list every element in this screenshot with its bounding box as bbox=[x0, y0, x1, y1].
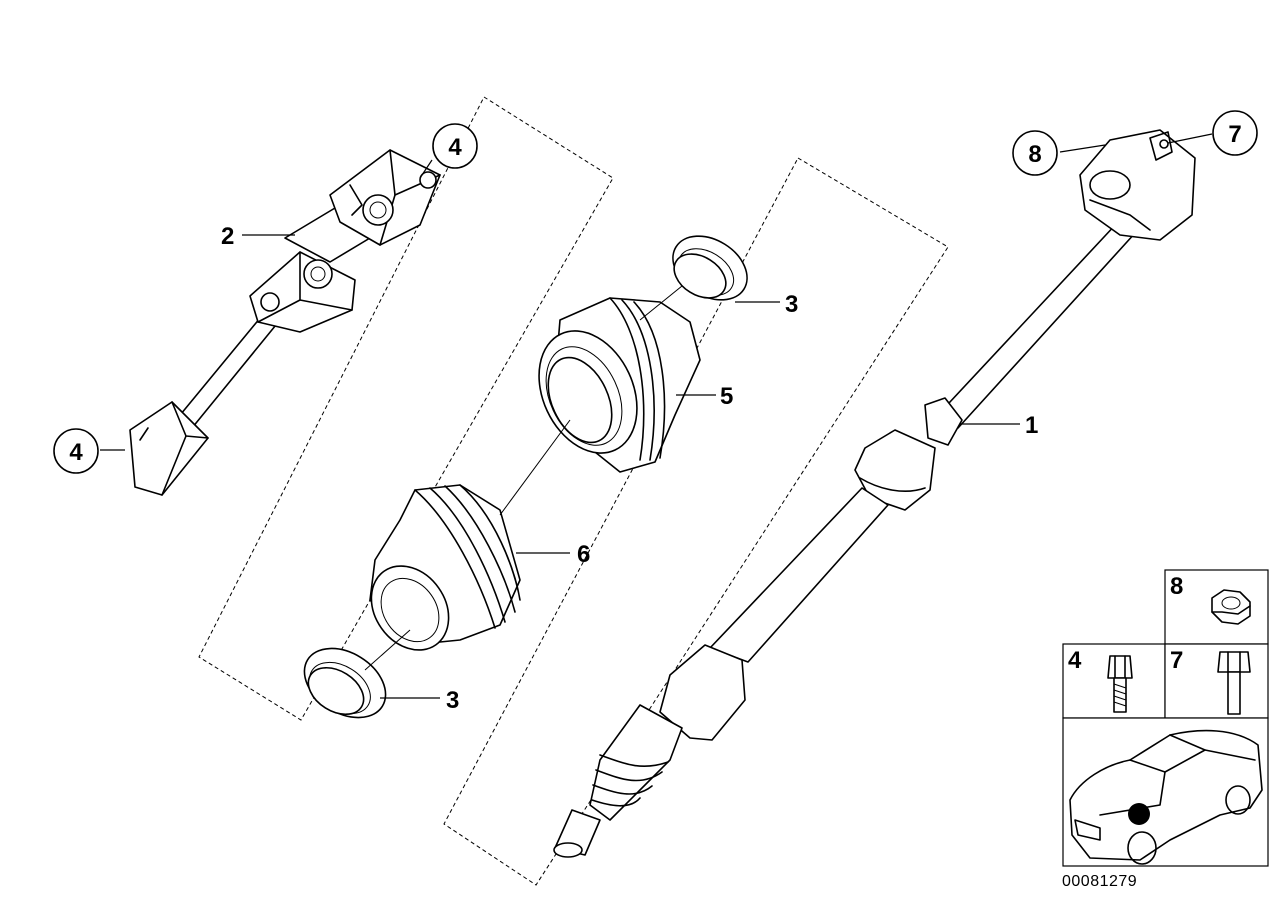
torx-bolt-icon bbox=[1107, 655, 1133, 713]
hex-bolt-icon bbox=[1217, 651, 1251, 715]
svg-text:4: 4 bbox=[69, 439, 83, 466]
fastener-legend: 8 4 7 bbox=[1062, 569, 1269, 867]
callout-part-4-lower: 4 bbox=[53, 428, 99, 474]
svg-text:8: 8 bbox=[1028, 141, 1041, 168]
hex-nut-icon bbox=[1211, 589, 1251, 625]
legend-label-7: 7 bbox=[1170, 647, 1183, 674]
steering-shaft bbox=[553, 129, 1196, 858]
label-part-2: 2 bbox=[221, 223, 234, 250]
group-outline-shaft bbox=[443, 157, 949, 886]
svg-text:7: 7 bbox=[1228, 121, 1241, 148]
group-outline-boots bbox=[198, 96, 614, 721]
svg-text:4: 4 bbox=[448, 134, 462, 161]
label-part-6: 6 bbox=[577, 541, 590, 568]
boot-lower bbox=[369, 484, 521, 651]
seal-ring-lower bbox=[303, 647, 387, 719]
universal-joint-shaft bbox=[129, 149, 441, 496]
legend-label-8: 8 bbox=[1170, 573, 1183, 600]
label-part-3-upper: 3 bbox=[785, 291, 798, 318]
boot-upper bbox=[538, 297, 701, 473]
label-part-5: 5 bbox=[720, 383, 733, 410]
legend-label-4: 4 bbox=[1068, 647, 1082, 674]
callout-part-8: 8 bbox=[1012, 130, 1058, 176]
car-location-thumbnail bbox=[1069, 729, 1263, 865]
document-number: 00081279 bbox=[1062, 873, 1137, 890]
callout-part-4-upper: 4 bbox=[432, 123, 478, 169]
label-part-1: 1 bbox=[1025, 412, 1038, 439]
callout-part-7: 7 bbox=[1212, 110, 1258, 156]
label-part-3-lower: 3 bbox=[446, 687, 459, 714]
location-marker-icon bbox=[1128, 803, 1150, 825]
seal-ring-upper bbox=[672, 235, 748, 301]
